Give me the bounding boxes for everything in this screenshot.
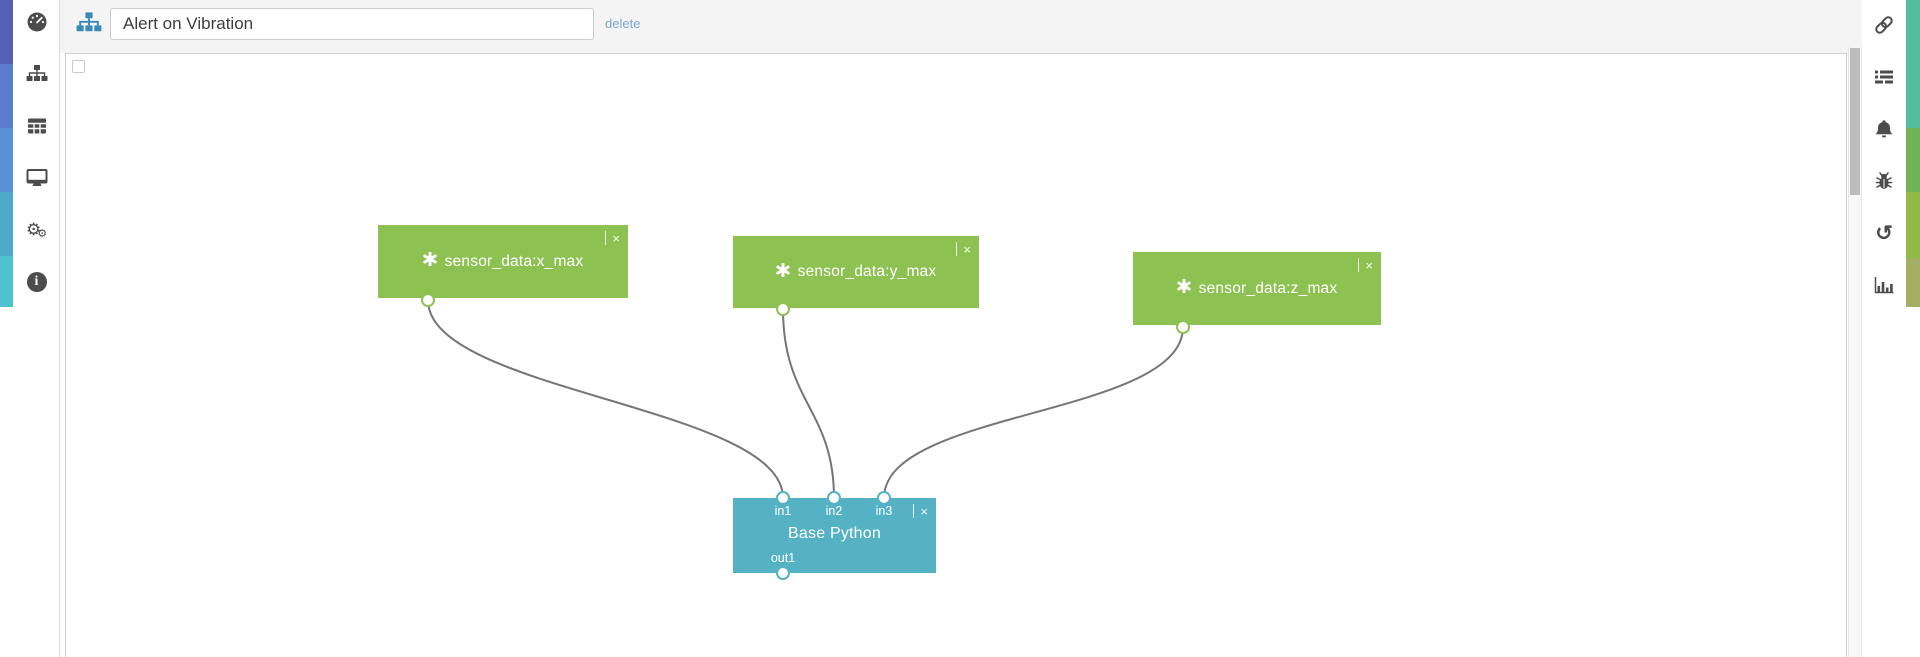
history-icon[interactable]: ↺ bbox=[1875, 221, 1893, 245]
wire-ymax-to-in2 bbox=[782, 308, 835, 499]
scrollbar-thumb[interactable] bbox=[1850, 48, 1860, 195]
in-port-in2[interactable] bbox=[827, 491, 841, 505]
flow-canvas[interactable]: × sensor_data:x_max × bbox=[65, 53, 1847, 657]
link-icon[interactable] bbox=[1872, 13, 1896, 37]
node-label: Base Python bbox=[788, 525, 881, 542]
desktop-icon[interactable] bbox=[25, 166, 49, 190]
wire-zmax-to-in3 bbox=[883, 326, 1184, 499]
workflow-name-input[interactable] bbox=[110, 8, 594, 40]
node-label: sensor_data:z_max bbox=[1198, 279, 1338, 297]
node-sensor-x-max[interactable]: × sensor_data:x_max bbox=[378, 225, 628, 298]
right-gradient-strip bbox=[1906, 0, 1920, 307]
node-label: sensor_data:y_max bbox=[797, 263, 937, 280]
close-icon[interactable]: × bbox=[1358, 258, 1373, 272]
out-port-z-max[interactable] bbox=[1176, 320, 1190, 334]
in-port-in3[interactable] bbox=[877, 491, 891, 505]
info-icon[interactable]: i bbox=[25, 270, 49, 294]
cogs-icon[interactable]: ⚙⚙ bbox=[25, 219, 48, 240]
table-icon[interactable] bbox=[25, 114, 49, 138]
vertical-scrollbar[interactable] bbox=[1848, 47, 1862, 657]
canvas-select-checkbox[interactable] bbox=[72, 60, 85, 73]
asterisk-icon bbox=[775, 262, 790, 282]
tasks-icon[interactable] bbox=[1872, 65, 1896, 89]
sitemap-icon[interactable] bbox=[25, 62, 49, 86]
close-icon[interactable]: × bbox=[605, 231, 620, 245]
out-port-out1[interactable] bbox=[776, 566, 790, 580]
out-port-y-max[interactable] bbox=[776, 302, 790, 316]
connection-wires bbox=[427, 299, 1184, 499]
workflow-sitemap-icon bbox=[75, 10, 103, 41]
bar-chart-icon[interactable] bbox=[1872, 273, 1896, 297]
tachometer-icon[interactable] bbox=[25, 10, 49, 34]
bell-icon[interactable] bbox=[1872, 117, 1896, 141]
node-sensor-y-max[interactable]: × sensor_data:y_max bbox=[733, 236, 979, 308]
port-label-out1: out1 bbox=[770, 551, 796, 565]
left-sidebar: ⚙⚙ i bbox=[0, 0, 60, 657]
node-label: sensor_data:x_max bbox=[444, 252, 584, 270]
out-port-x-max[interactable] bbox=[421, 293, 435, 307]
delete-workflow-link[interactable]: delete bbox=[605, 16, 641, 31]
node-sensor-z-max[interactable]: × sensor_data:z_max bbox=[1133, 252, 1381, 325]
node-base-python[interactable]: × in1 in2 in3 Base Python out1 bbox=[733, 498, 936, 573]
asterisk-icon bbox=[422, 251, 437, 271]
topbar: delete bbox=[60, 0, 1862, 53]
right-sidebar: ↺ bbox=[1862, 0, 1920, 657]
bug-icon[interactable] bbox=[1872, 169, 1896, 193]
port-label-in2: in2 bbox=[825, 504, 843, 518]
close-icon[interactable]: × bbox=[956, 242, 971, 256]
close-icon[interactable]: × bbox=[913, 504, 928, 518]
port-label-in1: in1 bbox=[774, 504, 792, 518]
port-label-in3: in3 bbox=[875, 504, 893, 518]
in-port-in1[interactable] bbox=[776, 491, 790, 505]
wire-xmax-to-in1 bbox=[427, 299, 784, 499]
left-gradient-strip bbox=[0, 0, 13, 307]
asterisk-icon bbox=[1176, 278, 1191, 298]
